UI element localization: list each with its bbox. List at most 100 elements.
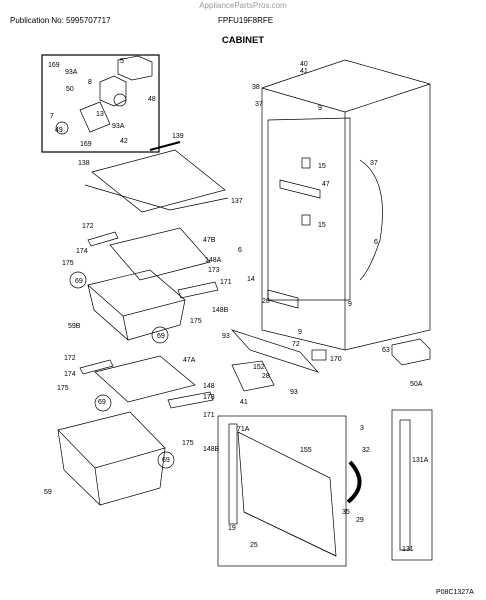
callout: 37 <box>255 101 263 108</box>
callout: 148B <box>203 446 220 453</box>
callout: 148 <box>203 383 215 390</box>
callout: 172 <box>82 223 94 230</box>
callout: 175 <box>57 385 69 392</box>
cabinet-top-edge <box>261 83 431 113</box>
roller-69 <box>69 271 87 289</box>
callout: 6 <box>238 247 242 254</box>
callout: 9 <box>298 329 302 336</box>
kickplate-93 <box>230 329 320 373</box>
callout: 50 <box>66 86 74 93</box>
callout: 3 <box>360 425 364 432</box>
callout: 15 <box>318 163 326 170</box>
callout: 169 <box>48 62 60 69</box>
callout: 152 <box>253 364 265 371</box>
pan-59-body <box>57 429 166 506</box>
callout: 174 <box>64 371 76 378</box>
callout: 13 <box>96 111 104 118</box>
callout: 35 <box>342 509 350 516</box>
callout: 29 <box>356 517 364 524</box>
callout: 59 <box>44 489 52 496</box>
shelf-support <box>301 214 311 226</box>
door-gasket-19 <box>228 423 238 525</box>
publication-number: Publication No: 5995707717 <box>10 16 111 25</box>
callout: 69 <box>157 333 165 340</box>
callout: 93A <box>112 123 125 130</box>
callout: 169 <box>80 141 92 148</box>
callout: 69 <box>162 457 170 464</box>
callout: 137 <box>231 198 243 205</box>
callout: 50A <box>410 381 423 388</box>
callout: 37 <box>370 160 378 167</box>
part-170 <box>311 349 327 361</box>
callout: 72 <box>292 341 300 348</box>
callout: 38 <box>252 84 260 91</box>
callout: 19 <box>228 525 236 532</box>
callout: 174 <box>76 248 88 255</box>
thermostat-knob <box>113 93 127 107</box>
pan-59b-top <box>87 269 186 317</box>
callout: 28 <box>262 298 270 305</box>
callout: 8 <box>88 79 92 86</box>
callout: 175 <box>190 318 202 325</box>
callout: 93 <box>222 333 230 340</box>
diagram-code: P08C1327A <box>436 589 474 596</box>
callout: 63 <box>382 347 390 354</box>
glass-shelf-42 <box>91 149 226 213</box>
callout-labels: 169 93A 5 8 50 48 13 7 49 93A 169 139 42… <box>44 58 429 553</box>
door-bottom <box>243 511 337 557</box>
roller-69-lower <box>94 394 112 412</box>
callout: 173 <box>203 394 215 401</box>
callout: 131 <box>402 546 414 553</box>
callout: 139 <box>172 133 184 140</box>
callout: 69 <box>75 278 83 285</box>
callout: 131A <box>412 457 429 464</box>
callout: 155 <box>300 447 312 454</box>
shelf-47a <box>94 355 196 403</box>
callout: 69 <box>98 399 106 406</box>
pan-59b-body <box>87 284 186 341</box>
callout: 32 <box>362 447 370 454</box>
roller-69-lower <box>157 451 175 469</box>
callout: 173 <box>208 267 220 274</box>
ice-tray-50a <box>391 338 431 366</box>
shelf-support <box>301 157 311 169</box>
door-liner-25 <box>237 431 337 557</box>
callout: 47A <box>183 357 196 364</box>
shelf-47b <box>109 227 211 281</box>
cabinet-outline <box>261 59 431 351</box>
callout: 148A <box>205 257 222 264</box>
rail-171-lower <box>167 391 214 409</box>
cabinet-liner <box>267 117 351 301</box>
callout: 148B <box>212 307 229 314</box>
door-inset-box <box>217 415 347 567</box>
rail-171 <box>177 281 219 299</box>
callout: 14 <box>247 276 255 283</box>
rail-172 <box>87 231 119 247</box>
callout: 15 <box>318 222 326 229</box>
callout: 25 <box>250 542 258 549</box>
callout: 93A <box>65 69 78 76</box>
callout: 171 <box>203 412 215 419</box>
light-housing <box>99 75 127 107</box>
callout: 9 <box>318 105 322 112</box>
callout: 59B <box>68 323 81 330</box>
callout: 172 <box>64 355 76 362</box>
callout: 171 <box>220 279 232 286</box>
callout: 6 <box>374 239 378 246</box>
watermark: AppliancePartsPros.com <box>199 1 287 10</box>
callout: 28 <box>262 373 270 380</box>
callout: 93 <box>290 389 298 396</box>
diagram-title: CABINET <box>221 35 265 46</box>
callout: 138 <box>78 160 90 167</box>
callout: 41 <box>240 399 248 406</box>
callout: 47B <box>203 237 216 244</box>
callout: 71A <box>237 426 250 433</box>
callout: 40 <box>300 61 308 68</box>
hinge-detail <box>231 360 275 392</box>
model-number: FPFU19F8RFE <box>218 16 274 25</box>
detail-inset-box <box>41 54 160 153</box>
bracket-part <box>79 101 111 133</box>
cabinet-side-curve <box>359 159 383 281</box>
callout: 175 <box>62 260 74 267</box>
